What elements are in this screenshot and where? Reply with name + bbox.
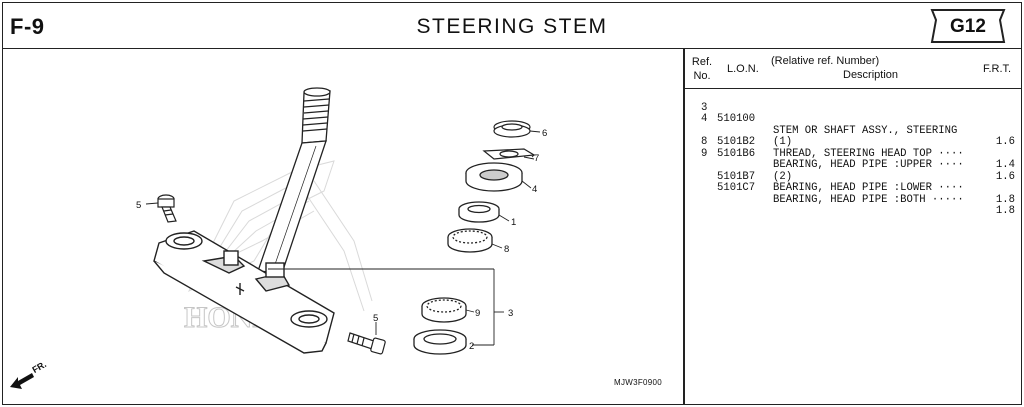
pinch-bolt-lower	[347, 332, 386, 355]
table-row: 5101B7 BEARING, HEAD PIPE :LOWER ···· 1.…	[685, 149, 1021, 205]
callout-7: 7	[534, 153, 539, 164]
col-lon: L.O.N.	[727, 63, 759, 75]
column-divider	[683, 49, 685, 405]
parts-table-header: Ref. No. L.O.N. (Relative ref. Number) D…	[685, 51, 1021, 89]
lock-washer-7	[482, 148, 536, 160]
table-row: 5101C7 BEARING, HEAD PIPE :BOTH ····· 1.…	[685, 160, 1021, 216]
front-direction-arrow-icon	[10, 373, 34, 389]
callout-1: 1	[511, 217, 516, 228]
cell-ref: 9	[701, 147, 708, 160]
stem-shaft	[257, 87, 331, 274]
cell-desc: (1)	[773, 136, 793, 148]
pinch-bolt-upper	[157, 194, 177, 223]
inner-race-1	[458, 201, 500, 223]
table-row: 5101B2 THREAD, STEERING HEAD TOP ···· 1.…	[685, 114, 1021, 170]
cell-frt: 1.6	[995, 136, 1015, 148]
table-row: 3 510100 STEM OR SHAFT ASSY., STEERING 1…	[685, 91, 1021, 148]
cell-frt: 1.6	[995, 170, 1015, 183]
page-title: STEERING STEM	[416, 15, 608, 38]
cell-desc: STEM OR SHAFT ASSY., STEERING	[773, 124, 958, 137]
col-description-line1: (Relative ref. Number)	[771, 55, 880, 67]
bearing-lower-9	[421, 297, 467, 323]
col-ref-no: Ref. No.	[691, 56, 713, 82]
cell-desc: BEARING, HEAD PIPE :LOWER ····	[773, 182, 964, 194]
group-badge: G12	[928, 8, 1008, 44]
cell-ref: 4	[701, 113, 708, 125]
callout-5-lower: 5	[373, 313, 378, 324]
badge-shape-icon	[930, 9, 1006, 43]
table-row: 4 (1)	[685, 103, 1021, 147]
parts-diagram: HONDA	[4, 51, 681, 403]
thread-nut-6	[493, 120, 531, 138]
section-code: F-9	[10, 14, 45, 39]
dust-seal-4	[465, 162, 523, 192]
cell-lon: 5101B2	[717, 136, 756, 148]
callout-5-upper: 5	[136, 200, 141, 211]
cell-frt: 1.4	[995, 159, 1015, 171]
cell-desc: THREAD, STEERING HEAD TOP ····	[773, 147, 964, 160]
parts-table-body: 3 510100 STEM OR SHAFT ASSY., STEERING 1…	[685, 91, 1021, 217]
cell-lon: 5101C7	[717, 182, 756, 194]
callout-9: 9	[475, 308, 480, 319]
callout-2: 2	[469, 341, 474, 352]
callout-8: 8	[504, 244, 509, 255]
callout-3: 3	[508, 308, 513, 319]
table-row: 8 5101B6 BEARING, HEAD PIPE :UPPER ···· …	[685, 126, 1021, 182]
cell-frt: 1.8	[995, 205, 1015, 217]
cell-lon: 5101B7	[717, 170, 756, 183]
cell-lon: 5101B6	[717, 147, 756, 160]
col-description: (Relative ref. Number) Description	[771, 54, 951, 82]
cell-desc: BEARING, HEAD PIPE :UPPER ····	[773, 159, 964, 171]
bearing-upper-8	[447, 228, 493, 253]
page-header: F-9 STEERING STEM G12	[2, 2, 1022, 49]
diagram-part-number: MJW3F0900	[614, 378, 663, 387]
exploded-view-drawing: HONDA	[10, 87, 547, 389]
outer-race-2	[413, 329, 467, 355]
col-description-line2: Description	[843, 69, 899, 81]
callout-6: 6	[542, 128, 547, 139]
cell-desc: BEARING, HEAD PIPE :BOTH ·····	[773, 193, 964, 206]
triple-clamp	[153, 230, 335, 354]
cell-frt: 1.8	[995, 193, 1015, 206]
cell-ref: 3	[701, 101, 708, 114]
col-frt: F.R.T.	[983, 63, 1012, 75]
cell-ref: 8	[701, 136, 708, 148]
leader-lines	[145, 130, 541, 346]
cell-desc: (2)	[773, 170, 793, 183]
cell-lon: 510100	[717, 113, 756, 125]
table-row: 9 (2)	[685, 137, 1021, 182]
callout-4: 4	[532, 184, 537, 195]
group-label: G12	[950, 16, 986, 37]
